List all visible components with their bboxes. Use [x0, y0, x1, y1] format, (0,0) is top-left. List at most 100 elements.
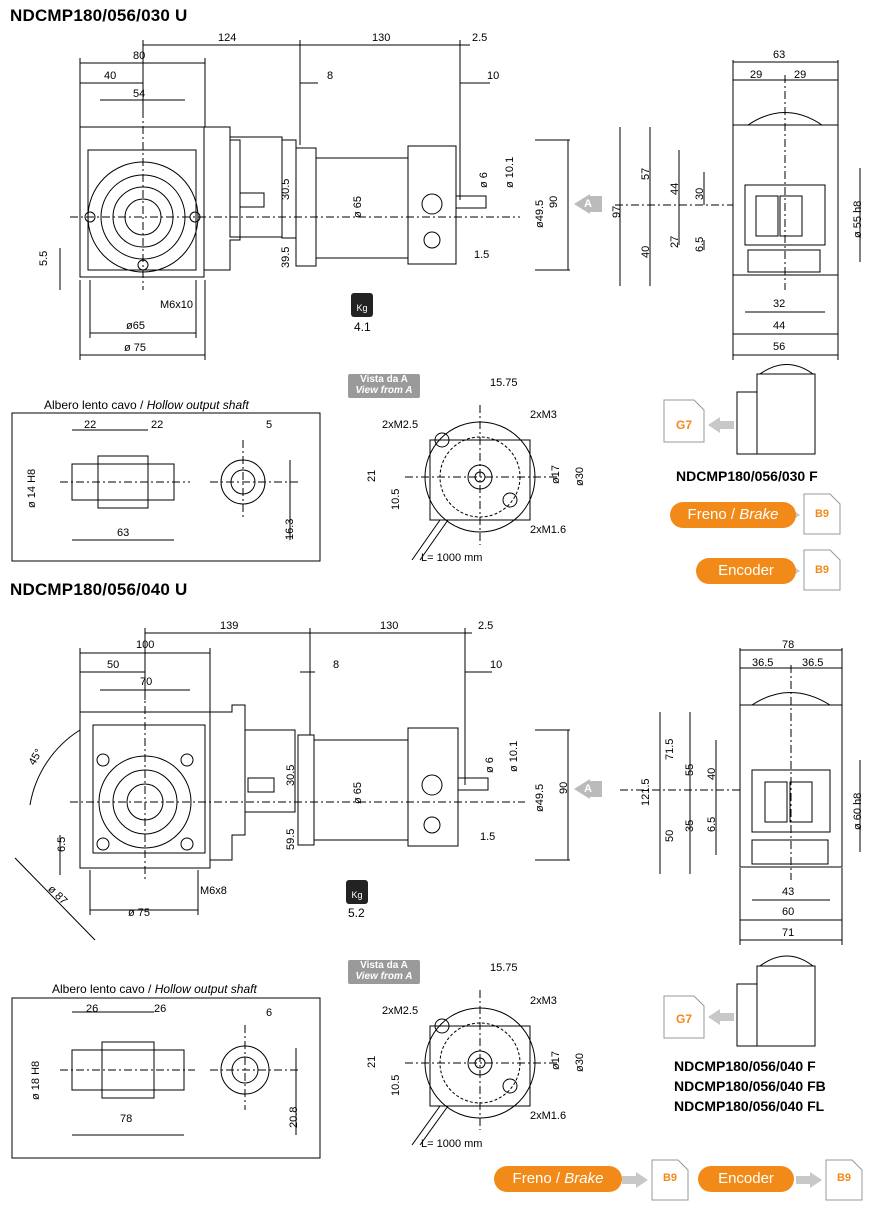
- view-dim-21: 21: [366, 1055, 378, 1068]
- dim-dia75-bottom: ø 75: [128, 907, 151, 919]
- hollow-dim-22a: 22: [84, 419, 97, 431]
- dim-40: 40: [104, 70, 117, 82]
- view-dim-2xm1-6: 2xM1.6: [530, 1110, 567, 1122]
- view-dim-2xm3: 2xM3: [530, 409, 557, 421]
- view-label-en: View from A: [355, 971, 413, 982]
- dim-40-v: 40: [640, 245, 652, 258]
- dim-dia-6: ø 6: [478, 172, 490, 188]
- view-from-a-badge: Vista da A View from A: [348, 960, 420, 984]
- dim-6-5-v: 6.5: [706, 816, 718, 832]
- view-dim-cable: L= 1000 mm: [421, 552, 483, 564]
- dim-dia-49-5: ø49.5: [534, 783, 546, 812]
- view-dim-21: 21: [366, 469, 378, 482]
- brake-label-en: Brake: [564, 1170, 604, 1187]
- hollow-shaft-caption: Albero lento cavo / Hollow output shaft: [52, 982, 257, 996]
- hollow-dim-22b: 22: [151, 419, 164, 431]
- dim-dia-10-1: ø 10.1: [504, 156, 516, 188]
- page-ref-b9[interactable]: B9: [662, 1172, 678, 1184]
- dim-8: 8: [327, 70, 334, 82]
- dim-90: 90: [558, 781, 570, 794]
- dim-50: 50: [107, 659, 120, 671]
- dim-2-5: 2.5: [478, 620, 494, 632]
- view-arrow-label: A: [584, 198, 592, 210]
- view-dim-10-5: 10.5: [390, 488, 402, 510]
- dim-130: 130: [372, 32, 391, 44]
- dim-dia75-bottom: ø 75: [124, 342, 147, 354]
- dim-57: 57: [640, 167, 652, 180]
- dim-2-5: 2.5: [472, 32, 488, 44]
- dim-10: 10: [490, 659, 503, 671]
- dim-71-5: 71.5: [664, 738, 676, 760]
- hollow-dim-78: 78: [120, 1113, 133, 1125]
- hollow-dim-20-8: 20.8: [288, 1106, 300, 1128]
- brake-button[interactable]: Freno / Brake: [494, 1166, 622, 1192]
- dim-27-v: 27: [669, 235, 681, 248]
- dim-32: 32: [773, 298, 786, 310]
- hollow-dim-dia-14: ø 14 H8: [26, 468, 38, 508]
- view-from-a-badge: Vista da A View from A: [348, 374, 420, 398]
- dim-63-right: 63: [773, 49, 786, 61]
- encoder-button[interactable]: Encoder: [696, 558, 796, 584]
- brake-button[interactable]: Freno / Brake: [670, 502, 796, 528]
- dim-54: 54: [133, 88, 146, 100]
- dim-44-v: 44: [669, 182, 681, 195]
- encoder-button[interactable]: Encoder: [698, 1166, 794, 1192]
- dim-dia-60-h8: ø 60 h8: [852, 792, 864, 830]
- hollow-dim-5: 5: [266, 419, 273, 431]
- dim-36-5b: 36.5: [802, 657, 824, 669]
- dim-90: 90: [548, 195, 560, 208]
- dim-1-5: 1.5: [480, 831, 496, 843]
- page-ref-b9[interactable]: B9: [814, 564, 830, 576]
- dim-97: 97: [611, 205, 623, 218]
- weight-icon: Kg: [346, 880, 368, 904]
- dim-56: 56: [773, 341, 786, 353]
- variant-model: NDCMP180/056/040 FL: [674, 1098, 825, 1114]
- dim-1-5: 1.5: [474, 249, 490, 261]
- dim-130: 130: [380, 620, 399, 632]
- view-dim-2xm3: 2xM3: [530, 995, 557, 1007]
- brake-label-en: Brake: [739, 506, 779, 523]
- dim-100: 100: [136, 639, 155, 651]
- caption-it: Albero lento cavo /: [44, 398, 144, 412]
- hollow-dim-6: 6: [266, 1007, 273, 1019]
- view-label-it: Vista da A: [360, 960, 408, 971]
- dim-40-v: 40: [706, 767, 718, 780]
- page-ref-g7[interactable]: G7: [675, 418, 692, 432]
- dim-30-5: 30.5: [285, 764, 297, 786]
- view-dim-2xm2-5: 2xM2.5: [382, 419, 419, 431]
- dim-39-5: 39.5: [280, 246, 292, 268]
- dim-50-v: 50: [664, 829, 676, 842]
- dim-78-right: 78: [782, 639, 795, 651]
- view-dim-cable: L= 1000 mm: [421, 1138, 483, 1150]
- view-label-it: Vista da A: [360, 374, 408, 385]
- caption-en: Hollow output shaft: [146, 398, 249, 412]
- dim-59-5: 59.5: [285, 828, 297, 850]
- dim-36-5a: 36.5: [752, 657, 774, 669]
- dim-dia-55-h8: ø 55 h8: [852, 200, 864, 238]
- view-label-en: View from A: [355, 385, 413, 396]
- weight-value: 4.1: [354, 320, 371, 334]
- dim-60: 60: [782, 906, 795, 918]
- section-title: NDCMP180/056/030 U: [10, 6, 188, 25]
- weight-icon: Kg: [351, 293, 373, 317]
- view-dim-10-5: 10.5: [390, 1074, 402, 1096]
- caption-it: Albero lento cavo /: [52, 982, 152, 996]
- view-dim-dia-30: ø30: [574, 1053, 586, 1072]
- view-dim-dia-17: ø17: [550, 465, 562, 484]
- dim-8: 8: [333, 659, 340, 671]
- view-dim-dia-17: ø17: [550, 1051, 562, 1070]
- caption-en: Hollow output shaft: [154, 982, 257, 996]
- view-arrow-label: A: [584, 783, 592, 795]
- dim-71: 71: [782, 927, 795, 939]
- hollow-dim-63: 63: [117, 527, 130, 539]
- dim-m6x8: M6x8: [200, 885, 227, 897]
- dim-5-5: 5.5: [38, 250, 50, 266]
- page-ref-g7[interactable]: G7: [675, 1012, 692, 1026]
- dim-55-v: 55: [684, 763, 696, 776]
- dim-6-5: 6.5: [56, 836, 68, 852]
- page-ref-b9[interactable]: B9: [836, 1172, 852, 1184]
- dim-dia-6: ø 6: [484, 757, 496, 773]
- page-ref-b9[interactable]: B9: [814, 508, 830, 520]
- variant-model: NDCMP180/056/040 FB: [674, 1078, 826, 1094]
